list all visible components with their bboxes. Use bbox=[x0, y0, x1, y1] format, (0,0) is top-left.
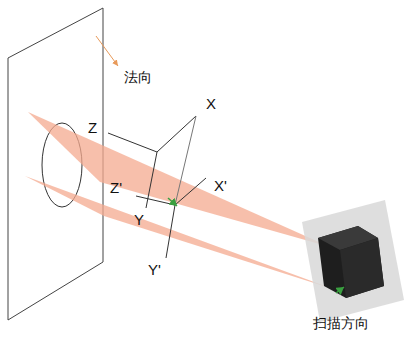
axis-label: X' bbox=[214, 178, 227, 193]
normal-arrow bbox=[96, 36, 118, 66]
axis-label: Z bbox=[88, 120, 97, 135]
sensor bbox=[302, 200, 404, 322]
origin-marker bbox=[168, 198, 177, 206]
axes bbox=[108, 116, 206, 258]
annotation-label: 法向 bbox=[124, 70, 152, 84]
axis-label: X bbox=[206, 96, 216, 111]
axis-label: Y' bbox=[148, 262, 161, 277]
laser-fan bbox=[25, 176, 336, 290]
laser-fan bbox=[28, 112, 330, 247]
annotation-label: 扫描方向 bbox=[313, 316, 369, 330]
axis-label: Z' bbox=[110, 180, 122, 195]
axis-label: Y bbox=[134, 212, 144, 227]
